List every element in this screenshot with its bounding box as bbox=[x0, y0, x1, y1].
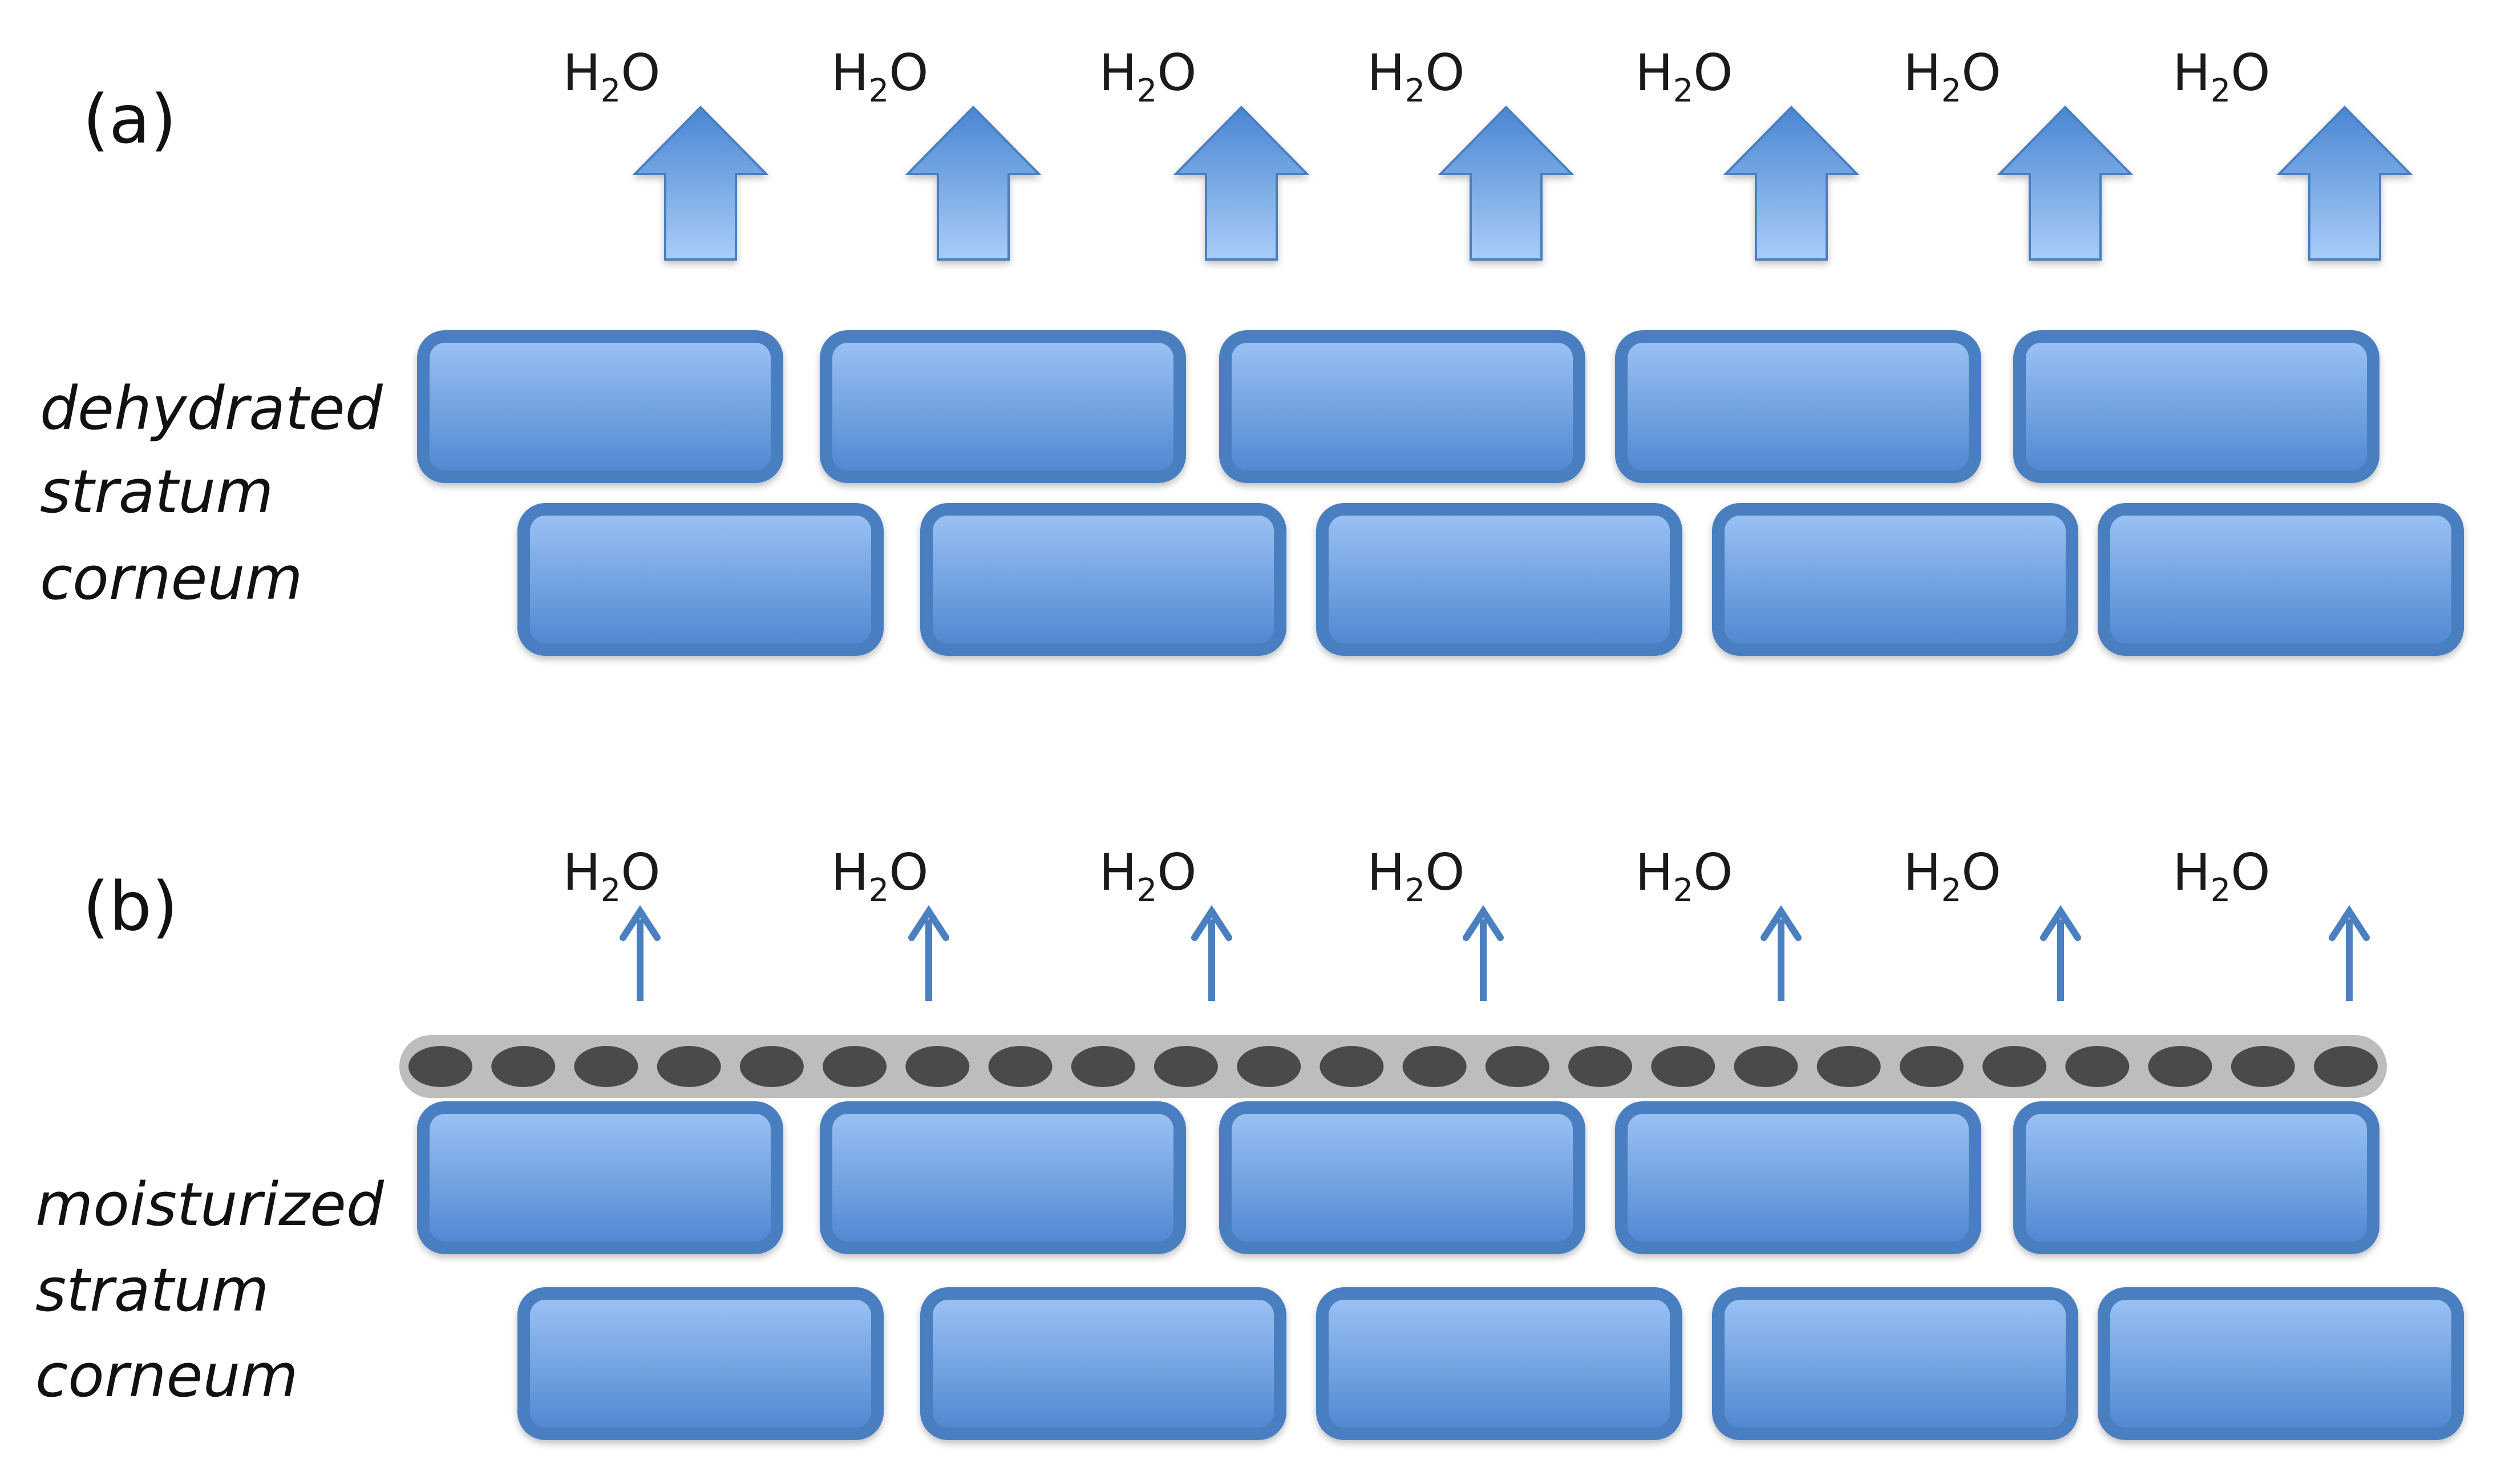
moisturizer-droplet bbox=[1646, 1041, 1720, 1092]
h2o-label: H2O bbox=[562, 43, 660, 110]
moisturizer-droplet bbox=[1398, 1041, 1471, 1092]
h2o-label: H2O bbox=[1099, 843, 1196, 909]
moisturizer-droplet bbox=[1978, 1041, 2051, 1092]
corneocyte-cell bbox=[920, 1287, 1286, 1440]
h2o-label: H2O bbox=[831, 843, 928, 909]
moisturizer-droplet bbox=[652, 1041, 726, 1092]
corneocyte-cell bbox=[1712, 1287, 2078, 1440]
evaporation-arrow-large bbox=[632, 106, 769, 261]
panel-a-water-labels: H2O H2O H2O H2O H2O H2O H2O bbox=[562, 43, 2270, 110]
moisturizer-droplet bbox=[818, 1041, 892, 1092]
moisturizer-droplet bbox=[1729, 1041, 1803, 1092]
evaporation-arrow-large bbox=[1723, 106, 1860, 261]
corneocyte-cell bbox=[920, 503, 1286, 656]
moisturizer-film bbox=[399, 1035, 2387, 1098]
evaporation-arrow-large bbox=[1173, 106, 1310, 261]
moisturizer-droplet bbox=[2143, 1041, 2217, 1092]
moisturizer-droplet bbox=[1066, 1041, 1140, 1092]
h2o-label: H2O bbox=[831, 43, 928, 110]
evaporation-arrow-large bbox=[2276, 106, 2413, 261]
moisturizer-droplet bbox=[1895, 1041, 1968, 1092]
panel-a-label: (a) bbox=[83, 80, 176, 159]
panel-b-caption-line-2: stratum bbox=[35, 1255, 269, 1325]
h2o-label: H2O bbox=[1635, 843, 1733, 909]
panel-a-corneocytes bbox=[417, 330, 2464, 656]
moisturizer-droplet bbox=[1564, 1041, 1637, 1092]
corneocyte-cell bbox=[1316, 503, 1682, 656]
corneocyte-cell bbox=[517, 1287, 884, 1440]
moisturizer-layer bbox=[399, 1035, 2387, 1098]
corneocyte-cell bbox=[2013, 330, 2379, 483]
moisturizer-droplet bbox=[1480, 1041, 1554, 1092]
panel-a-caption-line-3: corneum bbox=[40, 544, 303, 613]
moisturizer-droplet bbox=[2061, 1041, 2134, 1092]
evaporation-arrow-large bbox=[1997, 106, 2134, 261]
h2o-label: H2O bbox=[1367, 843, 1464, 909]
moisturizer-droplet bbox=[984, 1041, 1057, 1092]
moisturizer-droplet bbox=[1812, 1041, 1885, 1092]
panel-a-caption-line-1: dehydrated bbox=[40, 374, 383, 443]
evaporation-arrow-small-head bbox=[908, 905, 949, 941]
corneocyte-cell bbox=[417, 330, 783, 483]
panel-a-evaporation-arrows bbox=[632, 106, 2413, 261]
evaporation-arrow-small-head bbox=[2040, 905, 2081, 941]
moisturizer-droplet bbox=[487, 1041, 560, 1092]
panel-b-corneocytes bbox=[417, 1101, 2464, 1440]
evaporation-arrow-small-head bbox=[1761, 905, 1802, 941]
panel-b-caption-line-1: moisturized bbox=[35, 1170, 385, 1239]
moisturizer-droplet bbox=[901, 1041, 974, 1092]
h2o-label: H2O bbox=[2172, 843, 2270, 909]
moisturizer-droplet bbox=[2309, 1041, 2382, 1092]
corneocyte-cell bbox=[820, 330, 1186, 483]
corneocyte-cell bbox=[820, 1101, 1186, 1254]
evaporation-arrow-large bbox=[905, 106, 1042, 261]
h2o-label: H2O bbox=[1903, 843, 2001, 909]
evaporation-arrow-small-head bbox=[620, 905, 661, 941]
h2o-label: H2O bbox=[1099, 43, 1196, 110]
h2o-label: H2O bbox=[2172, 43, 2270, 110]
corneocyte-cell bbox=[1219, 1101, 1585, 1254]
corneocyte-cell bbox=[1316, 1287, 1682, 1440]
moisturizer-droplet bbox=[1315, 1041, 1389, 1092]
h2o-label: H2O bbox=[562, 843, 660, 909]
moisturizer-droplet bbox=[569, 1041, 643, 1092]
corneocyte-cell bbox=[2098, 1287, 2464, 1440]
h2o-label: H2O bbox=[1367, 43, 1464, 110]
moisturizer-droplet bbox=[1232, 1041, 1306, 1092]
panel-b-caption-line-3: corneum bbox=[35, 1341, 298, 1410]
moisturizer-droplet bbox=[1149, 1041, 1223, 1092]
panel-b-water-labels: H2O H2O H2O H2O H2O H2O H2O bbox=[562, 843, 2270, 909]
corneocyte-cell bbox=[517, 503, 884, 656]
corneocyte-cell bbox=[1712, 503, 2078, 656]
evaporation-arrow-small-head bbox=[2329, 905, 2370, 941]
evaporation-arrow-small-head bbox=[1463, 905, 1504, 941]
evaporation-arrow-large bbox=[1438, 106, 1575, 261]
corneocyte-cell bbox=[2098, 503, 2464, 656]
corneocyte-cell bbox=[1615, 330, 1981, 483]
panel-b-evaporation-arrows bbox=[620, 905, 2370, 1001]
panel-a-caption-line-2: stratum bbox=[40, 457, 273, 526]
corneocyte-cell bbox=[417, 1101, 783, 1254]
h2o-label: H2O bbox=[1635, 43, 1733, 110]
corneocyte-cell bbox=[1615, 1101, 1981, 1254]
corneocyte-cell bbox=[2013, 1101, 2379, 1254]
evaporation-arrow-small-head bbox=[1191, 905, 1232, 941]
moisturizer-droplet bbox=[735, 1041, 808, 1092]
h2o-label: H2O bbox=[1903, 43, 2001, 110]
moisturizer-droplet bbox=[404, 1041, 477, 1092]
corneocyte-cell bbox=[1219, 330, 1585, 483]
moisturizer-droplet bbox=[2226, 1041, 2300, 1092]
panel-b-label: (b) bbox=[83, 867, 178, 946]
